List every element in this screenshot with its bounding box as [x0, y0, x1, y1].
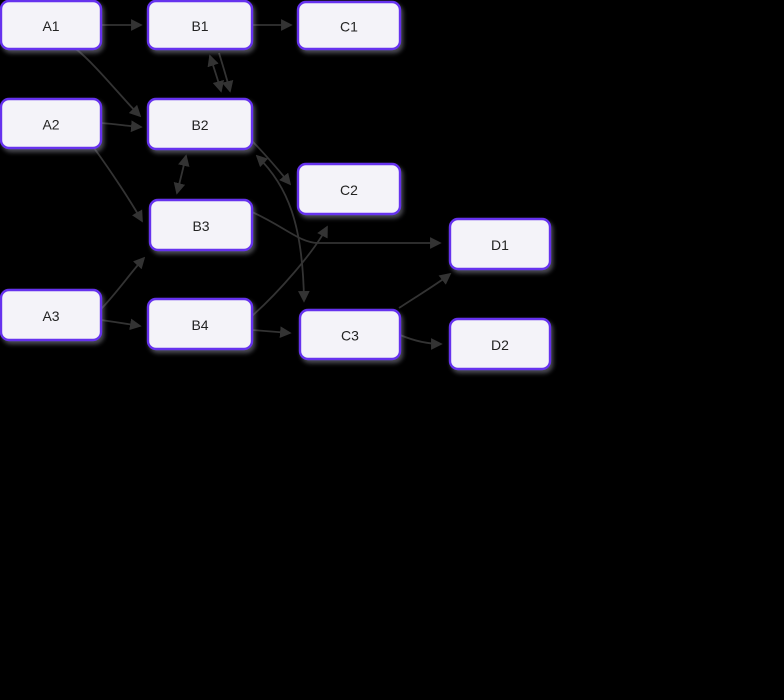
node-label-C1: C1: [340, 19, 358, 35]
edge-A1-to-B2: [75, 48, 142, 118]
node-C3: C3: [298, 308, 402, 361]
node-box-B2: [146, 97, 254, 151]
node-C1: C1: [296, 0, 402, 51]
node-label-B1: B1: [191, 18, 208, 34]
edge-A2-to-B2: [100, 120, 143, 133]
edge-layer: [75, 19, 452, 350]
edge-C3-to-D2: [399, 334, 443, 350]
node-D2: D2: [448, 317, 552, 371]
edge-B1-to-B2: [207, 54, 225, 93]
edge-B1-to-B2: [218, 52, 234, 93]
node-label-C2: C2: [340, 182, 358, 198]
node-label-A1: A1: [42, 18, 59, 34]
node-C2: C2: [296, 162, 402, 216]
edge-A3-to-B4: [100, 318, 142, 331]
node-box-C2: [296, 162, 402, 216]
edge-B2-to-B3: [173, 154, 190, 195]
node-A2: A2: [0, 97, 103, 150]
node-label-D2: D2: [491, 337, 509, 353]
node-B4: B4: [146, 297, 254, 351]
node-label-A3: A3: [42, 308, 59, 324]
edge-B4-to-C2: [251, 225, 328, 317]
node-label-A2: A2: [42, 117, 59, 133]
node-label-D1: D1: [491, 237, 509, 253]
edge-A2-to-B3: [93, 147, 143, 223]
node-box-C1: [296, 0, 402, 51]
edge-A3-to-B3: [100, 256, 146, 310]
node-D1: D1: [448, 217, 552, 271]
edge-B4-to-C3: [251, 326, 292, 339]
node-box-B1: [146, 0, 254, 51]
node-A1: A1: [0, 0, 103, 51]
node-label-B4: B4: [191, 317, 208, 333]
edge-C3-to-D1: [398, 272, 452, 309]
node-label-C3: C3: [341, 328, 359, 344]
node-box-B4: [146, 297, 254, 351]
node-box-B3: [148, 198, 254, 252]
node-box-A1: [0, 0, 103, 51]
node-box-D1: [448, 217, 552, 271]
node-box-A2: [0, 97, 103, 150]
node-label-B3: B3: [192, 218, 209, 234]
node-box-D2: [448, 317, 552, 371]
node-label-B2: B2: [191, 117, 208, 133]
node-B1: B1: [146, 0, 254, 51]
node-box-A3: [0, 288, 103, 342]
node-A3: A3: [0, 288, 103, 342]
node-B2: B2: [146, 97, 254, 151]
node-B3: B3: [148, 198, 254, 252]
node-box-C3: [298, 308, 402, 361]
edge-B2-to-C3: [255, 154, 310, 303]
